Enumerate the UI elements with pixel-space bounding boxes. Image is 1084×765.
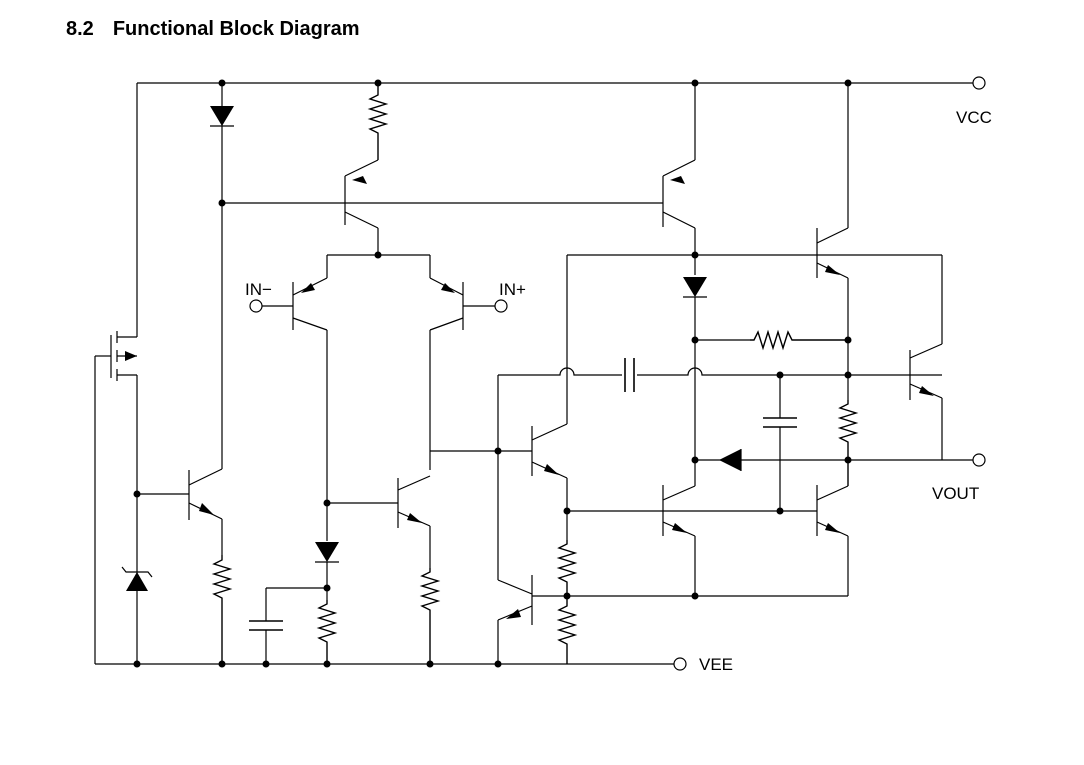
vout-terminal: VOUT xyxy=(932,453,986,503)
vee-terminal: VEE xyxy=(673,655,733,674)
section-number: 8.2 xyxy=(66,18,94,40)
bias-transistor xyxy=(137,468,233,664)
vcc-terminal: VCC xyxy=(956,76,992,127)
vcc-label: VCC xyxy=(956,108,992,127)
section-title: Functional Block Diagram xyxy=(112,18,360,40)
section-heading: 8.2 Functional Block Diagram xyxy=(66,18,360,41)
in-minus-label: IN− xyxy=(245,280,272,299)
compensation-capacitor xyxy=(498,358,942,392)
output-stage xyxy=(567,83,973,597)
junction-dots xyxy=(133,79,852,668)
startup-mosfet xyxy=(94,83,138,664)
gain-stage xyxy=(430,254,942,664)
output-current-source xyxy=(662,83,848,486)
vee-label: VEE xyxy=(699,655,733,674)
in-plus-label: IN+ xyxy=(499,280,526,299)
vout-label: VOUT xyxy=(932,484,979,503)
zener-diode xyxy=(121,494,153,664)
tail-current-source xyxy=(344,83,389,255)
active-load xyxy=(249,475,441,664)
input-pair xyxy=(249,254,508,503)
bias-diode xyxy=(210,83,234,469)
